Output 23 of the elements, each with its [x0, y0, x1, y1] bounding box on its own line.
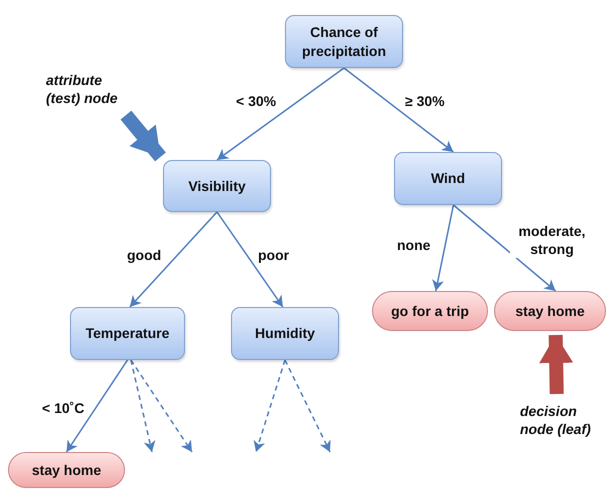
arrow: [130, 360, 156, 452]
attribute-node: Wind: [394, 152, 502, 205]
arrow: [344, 67, 454, 153]
arrow: [130, 360, 193, 452]
attribute-node: Chance of precipitation: [285, 15, 403, 68]
attribute-node: Temperature: [70, 307, 185, 360]
decision-node: stay home: [494, 291, 606, 331]
pointer-arrow: [539, 334, 574, 394]
annotation-text: attribute (test) node: [46, 70, 119, 108]
attribute-node: Visibility: [163, 160, 271, 212]
arrow: [216, 67, 344, 161]
arrow: [284, 360, 331, 452]
attribute-node: Humidity: [231, 307, 339, 360]
arrow: [432, 204, 454, 292]
arrow: [66, 360, 128, 452]
decision-node: stay home: [8, 452, 125, 488]
arrow: [452, 204, 556, 292]
annotation-text: decision node (leaf): [520, 402, 592, 438]
arrow: [129, 212, 218, 308]
decision-node: go for a trip: [372, 291, 488, 331]
pointer-arrow: [120, 110, 166, 162]
arrow: [254, 360, 286, 452]
arrow: [216, 212, 284, 308]
